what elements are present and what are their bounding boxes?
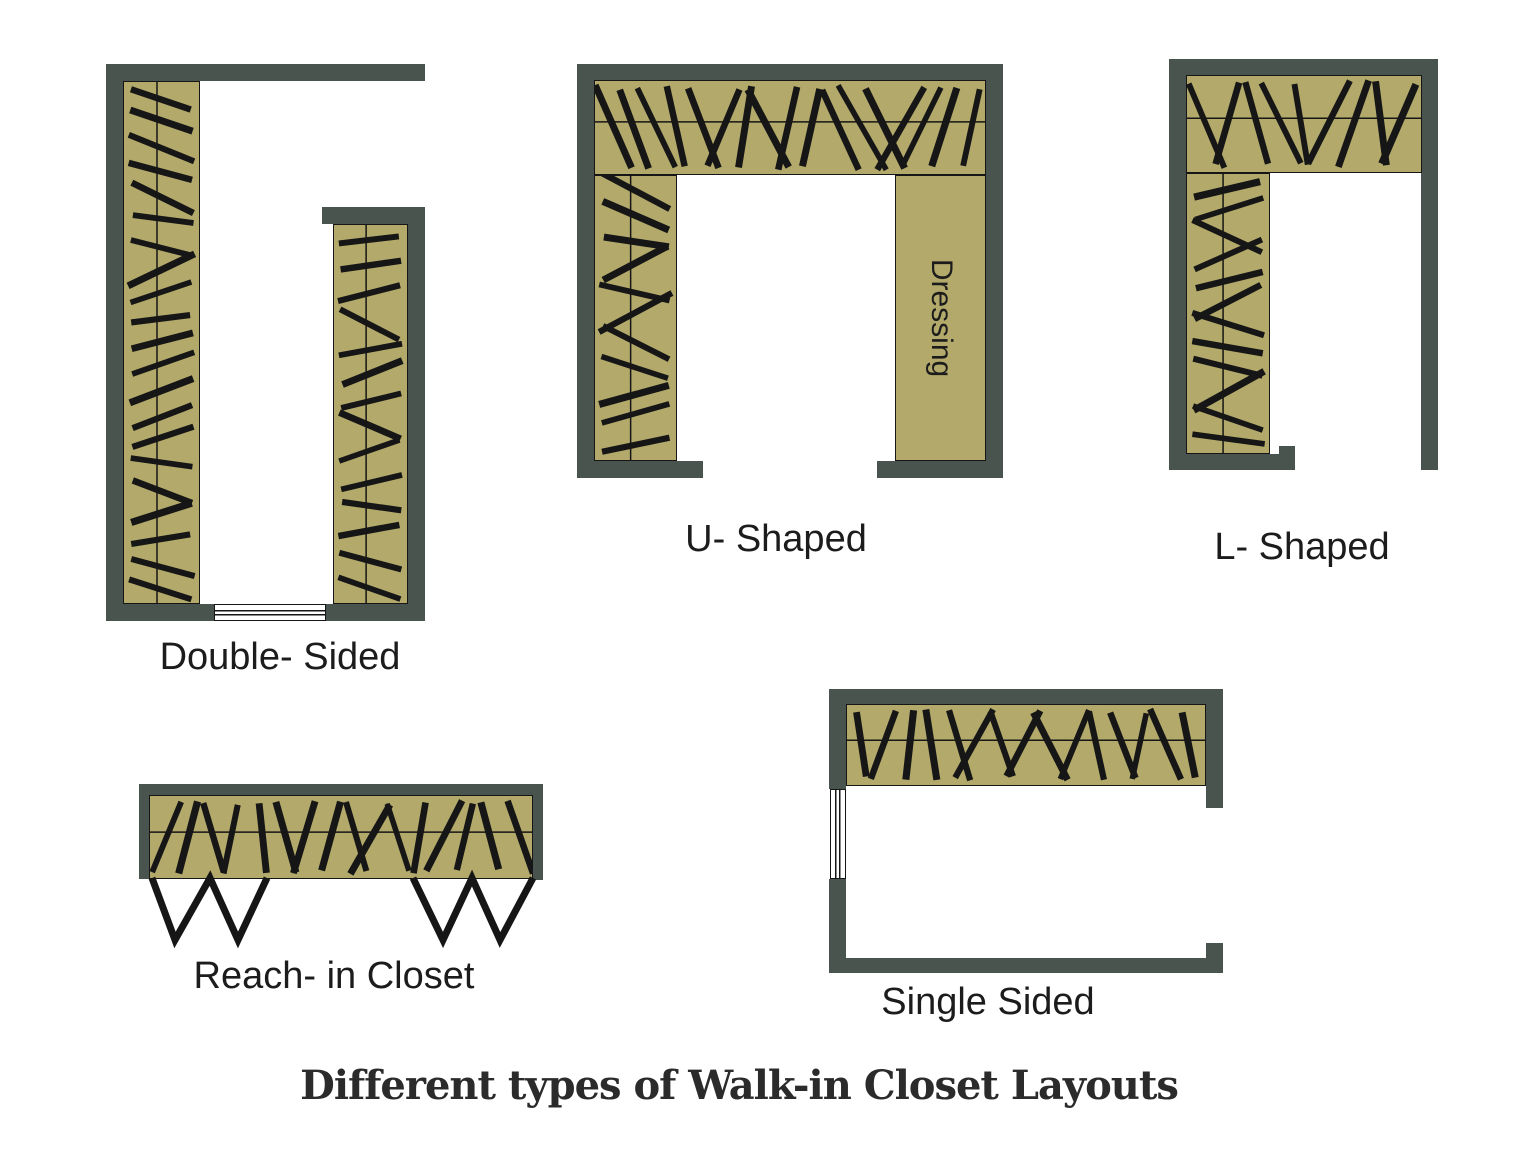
wall-right (1421, 59, 1438, 470)
diagram-single-sided: Single Sided (829, 689, 1223, 1023)
wall-right-upper-stub (1206, 689, 1223, 808)
bifold-doors-icon (148, 869, 537, 949)
diagram-u-shaped: Dressing U- Shaped (577, 64, 1003, 560)
diagram-reach-in: Reach- in Closet (139, 784, 543, 997)
wall-left (106, 64, 123, 621)
hanging-rod-strip-left (1186, 173, 1270, 454)
sliding-door (214, 604, 326, 621)
wall-right-lower-stub (1206, 943, 1223, 973)
wall-bottom (829, 958, 1223, 973)
wall-left-lower (829, 879, 846, 973)
diagram-double-sided: Double- Sided (106, 64, 425, 678)
diagram-l-shaped: L- Shaped (1169, 59, 1438, 568)
wall-left (577, 64, 594, 478)
figure-title: Different types of Walk-in Closet Layout… (300, 1062, 1179, 1109)
wall-top (106, 64, 425, 81)
wall-left (1169, 59, 1186, 470)
wall-left (139, 784, 149, 879)
hanging-rod-strip-left (123, 81, 200, 604)
label-double-sided: Double- Sided (159, 636, 401, 678)
wall-return (1279, 446, 1295, 455)
hanging-rod-strip (846, 704, 1206, 786)
sliding-door (830, 789, 846, 879)
wall-stub-bottom-right (877, 461, 1003, 478)
hanging-rod-strip-top (594, 80, 986, 175)
wall-top (139, 784, 543, 796)
wall-stub-top-right (322, 207, 425, 224)
wall-right (986, 64, 1003, 478)
hanging-rod-strip-top (1186, 75, 1422, 173)
hanging-rod-strip-right (333, 224, 408, 604)
label-l-shaped: L- Shaped (1214, 526, 1390, 568)
wall-top (1169, 59, 1438, 75)
wall-stub-bottom (1169, 454, 1295, 470)
label-single-sided: Single Sided (881, 981, 1095, 1023)
dressing-area-strip: Dressing (895, 175, 986, 461)
wall-top (829, 689, 1223, 704)
wall-right (533, 784, 543, 880)
wall-top (577, 64, 1003, 80)
label-reach-in: Reach- in Closet (193, 955, 475, 997)
label-u-shaped: U- Shaped (685, 518, 867, 560)
wall-stub-bottom-left (577, 461, 703, 478)
wall-left-upper (829, 689, 846, 789)
hanging-rod-strip-left (594, 175, 677, 461)
hanging-rod-strip (149, 795, 533, 879)
wall-right (408, 207, 425, 621)
